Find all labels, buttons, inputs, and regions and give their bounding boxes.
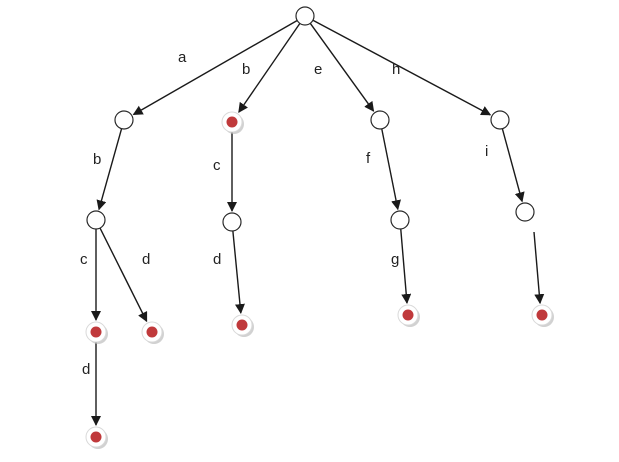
node-bc	[222, 212, 242, 232]
edge-label-abc-abcd: d	[82, 361, 90, 378]
terminal-marker-dot	[402, 309, 414, 321]
node-ab	[86, 210, 106, 230]
nodes-layer	[85, 6, 554, 449]
terminal-node-abd	[141, 321, 164, 344]
edge-root-e	[309, 22, 375, 112]
edge-labels-layer: a b e h b c f i c d d g d	[80, 49, 488, 378]
node-circle	[490, 110, 510, 130]
edge-hi-hi-end	[533, 231, 545, 305]
edge-label-root-h: h	[392, 61, 400, 78]
node-hi	[515, 202, 535, 222]
edge-e-ef	[381, 128, 401, 211]
node-h	[490, 110, 510, 130]
node-circle	[86, 210, 106, 230]
node-circle	[114, 110, 134, 130]
terminal-node-efg	[397, 304, 420, 327]
terminal-node-abc	[85, 321, 108, 344]
edges-layer	[91, 19, 545, 426]
node-e	[370, 110, 390, 130]
node-circle	[515, 202, 535, 222]
edge-label-h-hi: i	[485, 143, 488, 160]
edge-ab-abd	[99, 227, 148, 323]
terminal-marker-dot	[146, 326, 158, 338]
terminal-marker-dot	[536, 309, 548, 321]
edge-ef-efg	[400, 228, 412, 305]
edge-root-a	[132, 19, 298, 116]
terminal-node-abcd	[85, 426, 108, 449]
node-ef	[390, 210, 410, 230]
edge-label-root-e: e	[314, 61, 322, 78]
node-circle	[370, 110, 390, 130]
edge-label-bc-bcd: d	[213, 251, 221, 268]
edge-label-root-a: a	[178, 49, 187, 66]
edge-h-hi	[501, 128, 525, 203]
node-circle	[295, 6, 315, 26]
edge-label-a-ab: b	[93, 151, 101, 168]
node-circle	[222, 212, 242, 232]
edge-a-ab	[96, 128, 123, 211]
terminal-marker-dot	[236, 319, 248, 331]
node-circle	[390, 210, 410, 230]
node-root	[295, 6, 315, 26]
edge-label-ef-efg: g	[391, 251, 399, 268]
edge-root-b	[238, 23, 301, 113]
edge-root-h	[312, 19, 492, 116]
edge-label-b-bc: c	[213, 157, 221, 174]
edge-label-ab-abc: c	[80, 251, 88, 268]
terminal-marker-dot	[90, 431, 102, 443]
edge-label-e-ef: f	[366, 150, 371, 167]
terminal-marker-dot	[226, 116, 238, 128]
node-a	[114, 110, 134, 130]
terminal-node-hi-end	[531, 304, 554, 327]
terminal-marker-dot	[90, 326, 102, 338]
terminal-node-b	[221, 111, 244, 134]
edge-bc-bcd	[232, 230, 245, 315]
edge-label-root-b: b	[242, 61, 250, 78]
edge-label-ab-abd: d	[142, 251, 150, 268]
terminal-node-bcd	[231, 314, 254, 337]
